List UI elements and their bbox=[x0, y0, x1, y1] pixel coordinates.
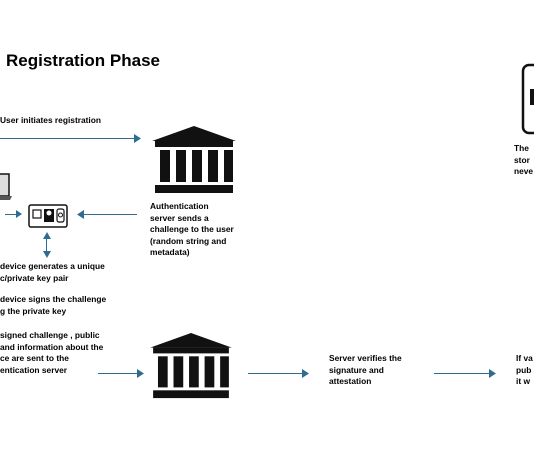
page-title: Registration Phase bbox=[6, 51, 160, 70]
arrowhead-left bbox=[77, 209, 84, 219]
arrow-laptop-device bbox=[5, 214, 19, 216]
device-generates-label: device generates a unique c/private key … bbox=[0, 261, 105, 283]
auth-server-sends-label: Authentication server sends a challenge … bbox=[150, 201, 234, 257]
arrow-verify-to-right bbox=[434, 373, 491, 375]
arrow-server-to-verify bbox=[248, 373, 304, 375]
arrow-user-to-server bbox=[0, 138, 136, 140]
arrowhead-down bbox=[42, 251, 51, 258]
arrowhead-up bbox=[42, 232, 51, 239]
phone-icon bbox=[521, 63, 534, 135]
arrowhead-right bbox=[137, 368, 144, 378]
device-signs-label: device signs the challenge g the private… bbox=[0, 294, 107, 316]
user-initiates-label: User initiates registration bbox=[0, 115, 101, 125]
signed-challenge-label: signed challenge , public and informatio… bbox=[0, 330, 104, 375]
arrow-to-bottom-server bbox=[98, 373, 139, 375]
bank-server-icon bbox=[150, 333, 232, 399]
arrowhead-right bbox=[302, 368, 309, 378]
right-bottom-label: If va pub it w bbox=[516, 353, 533, 386]
server-verifies-label: Server verifies the signature and attest… bbox=[329, 353, 402, 386]
arrowhead-right-small bbox=[16, 210, 22, 218]
arrowhead-right bbox=[134, 134, 141, 143]
bank-server-icon bbox=[152, 126, 236, 193]
arrow-server-to-device bbox=[82, 214, 137, 216]
id-card-icon bbox=[28, 204, 68, 228]
arrow-device-vertical bbox=[46, 237, 48, 253]
arrowhead-right bbox=[489, 368, 496, 378]
right-top-label: The stor neve bbox=[514, 143, 534, 176]
laptop-icon bbox=[0, 173, 12, 200]
